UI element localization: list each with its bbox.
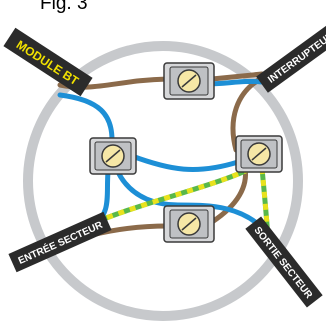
terminal-top	[163, 62, 215, 100]
figure-caption: Fig. 3	[40, 0, 88, 14]
interrupteur-tag: INTERRUPTEUR	[256, 22, 326, 93]
module-bt-label: MODULE BT	[14, 38, 82, 89]
terminal-right	[235, 135, 283, 173]
blue-wire-module	[57, 92, 115, 143]
terminal-bottom	[163, 205, 215, 243]
junction-box-ring-icon	[23, 41, 303, 321]
brown-wire-interrupteur	[209, 71, 265, 82]
blue-wire-cross	[129, 153, 241, 172]
blue-wire-sortie	[115, 169, 273, 239]
terminal-left	[89, 137, 137, 175]
entree-secteur-label: ENTRÉE SECTEUR	[16, 218, 105, 267]
module-bt-tag: MODULE BT	[3, 27, 93, 97]
